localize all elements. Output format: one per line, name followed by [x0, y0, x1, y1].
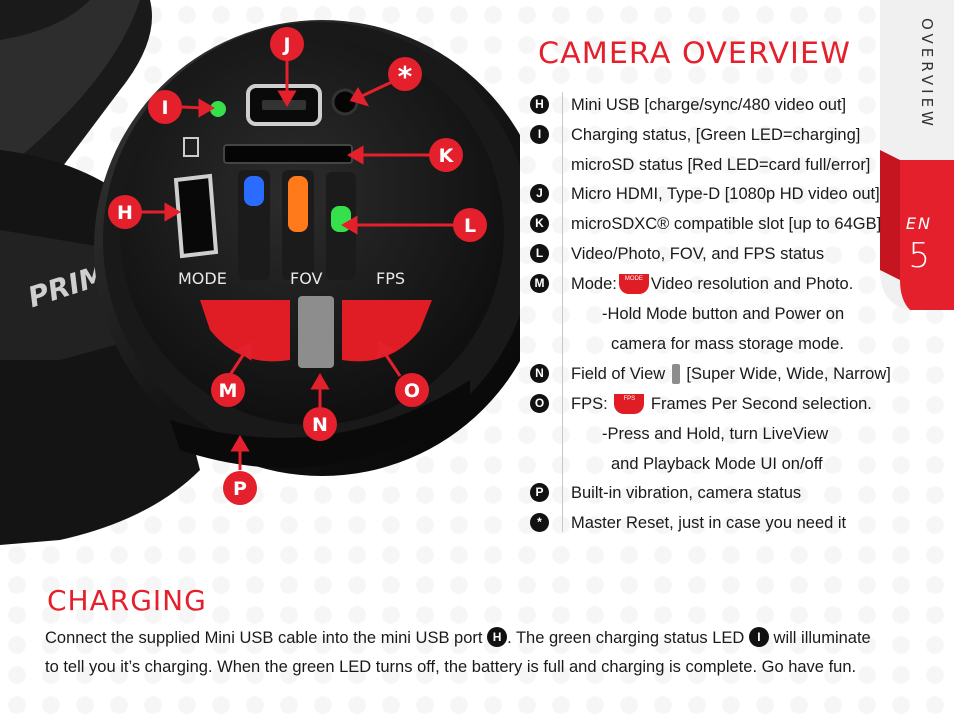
- list-item-text: Video/Photo, FOV, and FPS status: [571, 245, 825, 263]
- list-item-text: Built-in vibration, camera status: [571, 484, 802, 502]
- badge-i: I: [530, 125, 549, 144]
- list-item-text: Field of View [Super Wide, Wide, Narrow]: [571, 363, 891, 384]
- badge-j: J: [530, 184, 549, 203]
- callout-l: L: [453, 208, 487, 242]
- fps-desc: Frames Per Second selection.: [650, 395, 872, 413]
- badge-p: P: [530, 483, 549, 502]
- callout-k: K: [429, 138, 463, 172]
- svg-text:N: N: [312, 414, 328, 436]
- list-item-text: camera for mass storage mode.: [611, 335, 844, 353]
- callout-m: M: [211, 373, 245, 407]
- fov-label: FOV: [290, 269, 323, 288]
- svg-text:J: J: [281, 34, 290, 56]
- camera-illustration: PRIME MODE FOV FPS: [0, 0, 520, 545]
- list-item-text: Master Reset, just in case you need it: [571, 514, 847, 532]
- charging-text: . The green charging status LED: [507, 629, 745, 647]
- charging-paragraph-line-1: Connect the supplied Mini USB cable into…: [45, 627, 915, 649]
- list-item-text: Mini USB [charge/sync/480 video out]: [571, 96, 847, 114]
- charging-text: Connect the supplied Mini USB cable into…: [45, 629, 483, 647]
- svg-text:L: L: [464, 215, 476, 237]
- camera-overview-heading: CAMERA OVERVIEW: [538, 36, 851, 70]
- fps-text: FPS:: [571, 395, 608, 413]
- fov-button-icon: [671, 363, 680, 384]
- callout-p: P: [223, 471, 257, 505]
- callout-reset: *: [388, 57, 422, 93]
- tab-language-label: EN: [905, 214, 932, 233]
- badge-n: N: [530, 364, 549, 383]
- list-item-text: FPS: FPS Frames Per Second selection.: [571, 393, 872, 414]
- callout-h: H: [108, 195, 142, 229]
- mode-label: MODE: [178, 269, 227, 288]
- charging-heading: CHARGING: [47, 584, 207, 617]
- badge-o: O: [530, 394, 549, 413]
- list-item-text: microSDXC® compatible slot [up to 64GB]: [571, 215, 882, 233]
- badge-reset: *: [530, 513, 549, 532]
- list-item-text: -Hold Mode button and Power on: [602, 305, 845, 323]
- badge-h: H: [530, 95, 549, 114]
- list-item-text: and Playback Mode UI on/off: [611, 455, 823, 473]
- fps-button-icon: FPS: [614, 393, 645, 414]
- svg-text:I: I: [161, 97, 168, 119]
- list-item-text: Micro HDMI, Type-D [1080p HD video out]: [571, 185, 880, 203]
- badge-l: L: [530, 244, 549, 263]
- charging-paragraph-line-2: to tell you it’s charging. When the gree…: [45, 658, 857, 676]
- section-tab: [880, 0, 954, 310]
- mode-desc: Video resolution and Photo.: [650, 275, 854, 293]
- svg-text:*: *: [398, 60, 413, 93]
- callout-n: N: [303, 407, 337, 441]
- fov-text: Field of View: [571, 365, 666, 383]
- badge-m: M: [530, 274, 549, 293]
- svg-text:K: K: [439, 145, 455, 167]
- list-item-text: microSD status [Red LED=card full/error]: [571, 156, 871, 174]
- badge-k: K: [530, 214, 549, 233]
- badge-h-inline: H: [487, 627, 508, 648]
- callout-j: J: [270, 27, 304, 61]
- mode-text: Mode:: [571, 275, 617, 293]
- fov-desc: [Super Wide, Wide, Narrow]: [686, 365, 891, 383]
- list-item-text: -Press and Hold, turn LiveView: [602, 425, 829, 443]
- callout-i: I: [148, 90, 182, 124]
- charging-text: will illuminate: [773, 629, 871, 647]
- list-divider: [562, 92, 563, 532]
- svg-text:O: O: [404, 380, 420, 402]
- tab-section-label: OVERVIEW: [918, 18, 936, 130]
- mode-button-icon: MODE: [618, 273, 649, 294]
- callout-o: O: [395, 373, 429, 407]
- fps-label: FPS: [376, 269, 405, 288]
- badge-i-inline: I: [748, 627, 769, 648]
- svg-text:M: M: [219, 380, 238, 402]
- list-item-text: Charging status, [Green LED=charging]: [571, 126, 861, 144]
- svg-text:P: P: [233, 478, 247, 500]
- svg-text:H: H: [117, 202, 133, 224]
- page-number: 5: [908, 236, 930, 276]
